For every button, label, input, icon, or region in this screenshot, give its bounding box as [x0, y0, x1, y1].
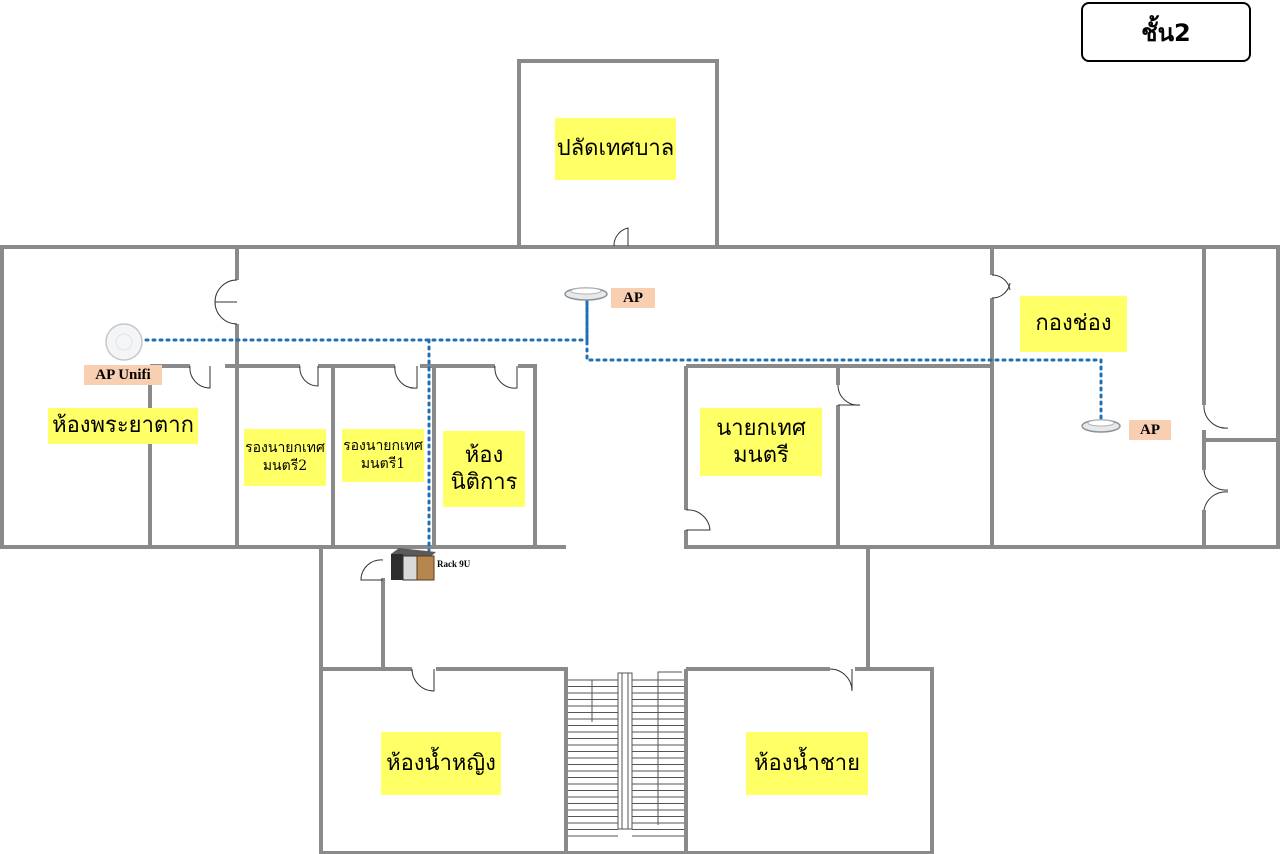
wall-lower-outline [319, 547, 934, 854]
room-label-palad: ปลัดเทศบาล [555, 118, 676, 180]
door-mayor [685, 509, 711, 531]
door-female-toilet [411, 668, 435, 692]
door-male-toilet [829, 668, 853, 692]
door-prayatak-inner [189, 365, 211, 389]
stairs [568, 671, 684, 837]
room-label-prayatak: ห้องพระยาตาก [48, 408, 198, 444]
wall-female-toilet [321, 667, 568, 853]
stair-rail [617, 672, 633, 830]
wall-male-toilet [684, 667, 932, 853]
room-label-deputy1: รองนายกเทศมนตรี1 [342, 429, 424, 482]
ap-right-icon [1081, 419, 1121, 433]
wall-corridor-rooms [150, 364, 537, 547]
room-label-kong-chang: กองช่อง [1020, 296, 1127, 352]
doors [189, 227, 1229, 692]
wall-deputy-dividers [331, 366, 436, 547]
stair-arrow-left [591, 679, 612, 722]
cable-ap-to-ap-right [585, 298, 1103, 422]
stair-rail-inner [621, 672, 629, 830]
network-cabling [144, 298, 1103, 558]
ap-unifi-icon [105, 323, 143, 361]
rack-icon [391, 548, 436, 581]
door-prayatak [214, 279, 238, 325]
ap-unifi-label: AP Unifi [84, 365, 162, 385]
door-right-strip [1203, 404, 1229, 511]
door-deputy1 [394, 365, 418, 389]
door-lower-left [360, 559, 384, 581]
door-deputy2 [299, 365, 319, 387]
room-label-nitikarn: ห้องนิติการ [443, 431, 525, 507]
ap-center-icon [564, 287, 608, 301]
room-label-deputy2: รองนายกเทศมนตรี2 [244, 429, 326, 486]
wall-top-office [517, 59, 719, 246]
ap-center-label: AP [611, 288, 655, 308]
room-label-toilet-male: ห้องน้ำชาย [746, 732, 868, 795]
door-top-office [613, 227, 629, 247]
rack-label: Rack 9U [437, 559, 471, 569]
room-label-toilet-female: ห้องน้ำหญิง [381, 732, 501, 795]
door-mayor-inner [837, 384, 861, 406]
door-kongchang [991, 274, 1011, 299]
stair-arrow-right [657, 671, 682, 825]
ap-right-label: AP [1129, 420, 1171, 440]
floor-badge: ชั้น2 [1081, 2, 1251, 62]
stair-steps [568, 679, 684, 837]
cable-unifi-to-ap [144, 298, 589, 342]
room-label-mayor: นายกเทศมนตรี [700, 408, 822, 476]
door-nitikarn [494, 365, 518, 389]
